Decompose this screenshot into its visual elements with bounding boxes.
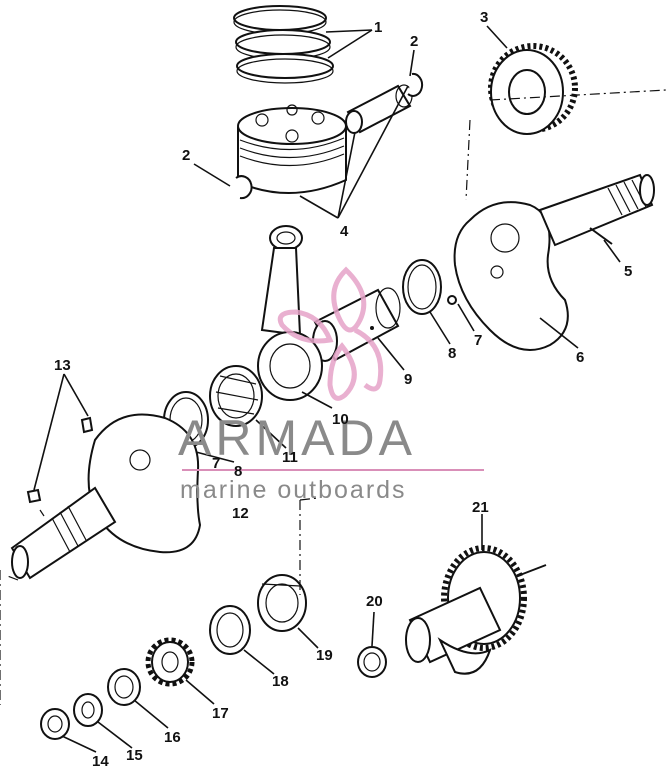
callout-17: 17	[212, 705, 229, 722]
washer	[73, 693, 103, 727]
flange-nut	[40, 708, 70, 740]
callout-6: 6	[576, 349, 584, 366]
callout-4: 4	[340, 223, 349, 240]
lock-nut	[107, 668, 141, 706]
main-bearing	[257, 574, 307, 632]
callout-14: 14	[92, 753, 109, 767]
shim-washer	[357, 646, 387, 678]
watermark-subtitle: marine outboards	[180, 476, 407, 504]
woodruff-keys	[26, 416, 94, 504]
callout-5: 5	[624, 263, 632, 280]
callout-16: 16	[164, 729, 181, 746]
crank-gear	[488, 43, 578, 135]
callout-8-left: 8	[234, 463, 242, 480]
needle-bearing	[209, 365, 263, 427]
callout-11: 11	[282, 449, 298, 466]
callout-21: 21	[472, 499, 489, 516]
ball-right	[447, 295, 457, 305]
crankshaft-right-half	[453, 173, 655, 351]
callout-19: 19	[316, 647, 333, 664]
watermark: ARMADA marine outboards	[178, 266, 484, 504]
leader-lines	[33, 25, 621, 753]
sprocket	[145, 637, 195, 687]
callout-3: 3	[480, 9, 488, 26]
piston	[237, 104, 347, 194]
callout-13: 13	[54, 357, 71, 374]
callout-12: 12	[232, 505, 249, 522]
circlips	[235, 72, 424, 200]
balancer-gear-assembly	[405, 545, 547, 675]
thrust-washer-right	[402, 259, 442, 315]
crankshaft-left-half	[10, 413, 202, 580]
callout-18: 18	[272, 673, 289, 690]
watermark-title: ARMADA	[178, 410, 416, 466]
callout-2-pin-clip: 2	[410, 33, 418, 50]
callout-20: 20	[366, 593, 383, 610]
callout-9: 9	[404, 371, 412, 388]
callout-15: 15	[126, 747, 143, 764]
callout-labels: 1 2 2 3 4 5 6 7 7 8 8 9 10 11 12 13 14 1…	[54, 9, 632, 767]
callout-7-left: 7	[212, 455, 220, 472]
callout-7-right: 7	[474, 332, 482, 349]
callout-8-right: 8	[448, 345, 456, 362]
callout-10: 10	[332, 411, 349, 428]
piston-rings	[233, 5, 334, 84]
callout-2-left-clip: 2	[182, 147, 190, 164]
assembly-centerlines	[0, 89, 666, 705]
piston-pin	[345, 84, 413, 134]
propeller-logo-icon	[277, 266, 384, 401]
callout-1: 1	[374, 19, 382, 36]
oil-seal	[209, 605, 251, 655]
